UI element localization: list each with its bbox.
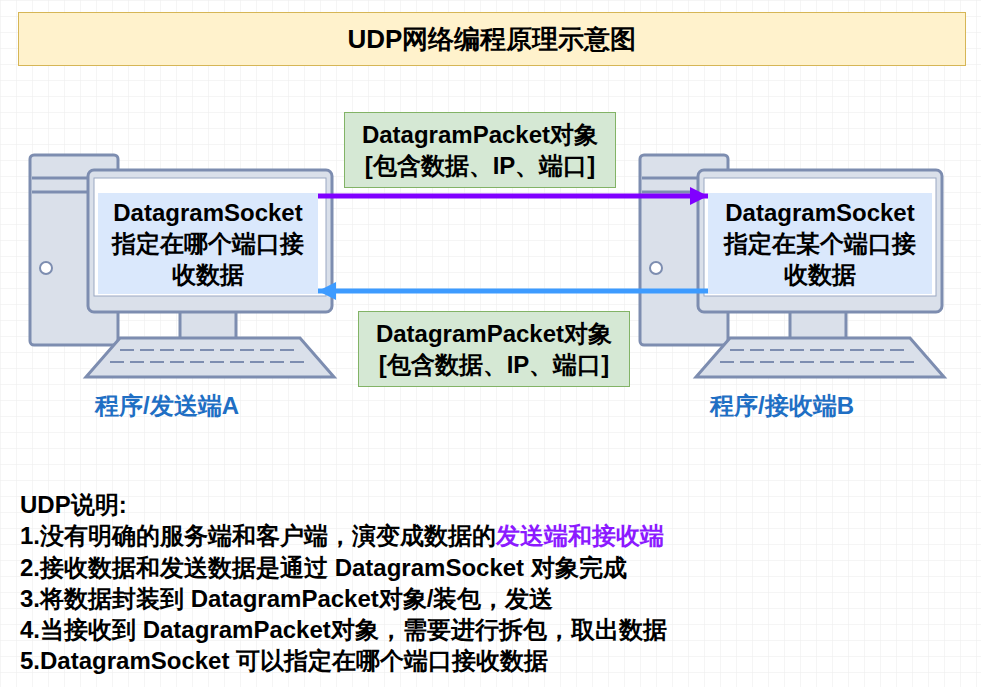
monitor-neck — [180, 310, 236, 340]
note-text: 3.将数据封装到 DatagramPacket对象/装包，发送 — [20, 583, 553, 614]
title: UDP网络编程原理示意图 — [348, 22, 637, 57]
key-row — [120, 349, 300, 351]
key-row — [720, 361, 920, 363]
drive-bay — [642, 191, 698, 194]
monitor-neck — [790, 310, 846, 340]
node-text: DatagramSocket 指定在哪个端口接 收数据 — [106, 197, 310, 290]
program-label: 程序/发送端A — [95, 390, 239, 421]
power-button — [650, 262, 662, 274]
note-text: 4.当接收到 DatagramPacket对象，需要进行拆包，取出数据 — [20, 614, 667, 645]
monitor — [698, 170, 942, 312]
keyboard — [86, 338, 334, 377]
screen — [94, 178, 326, 296]
screen — [704, 178, 936, 296]
packet-arrow — [318, 194, 708, 199]
drive-bay — [642, 177, 698, 180]
key-row — [730, 349, 910, 351]
computer-a — [30, 155, 334, 377]
note-text: 发送端和接收端 — [496, 520, 664, 551]
drive-bay — [32, 177, 88, 180]
node-text: DatagramSocket 指定在某个端口接 收数据 — [716, 197, 924, 290]
power-button — [40, 262, 52, 274]
note-text: UDP说明: — [20, 489, 127, 520]
socket-box: DatagramSocket 指定在哪个端口接 收数据 — [98, 193, 318, 294]
title-box: UDP网络编程原理示意图 — [18, 12, 966, 66]
computer-b — [640, 155, 944, 377]
packet-label: DatagramPacket对象 [包含数据、IP、端口] — [344, 112, 616, 188]
note-text: 1.没有明确的服务端和客户端，演变成数据的 — [20, 520, 496, 551]
drive-bay — [32, 191, 88, 194]
key-row — [110, 361, 310, 363]
packet-label: DatagramPacket对象 [包含数据、IP、端口] — [358, 311, 630, 387]
note-text: 2.接收数据和发送数据是通过 DatagramSocket 对象完成 — [20, 552, 627, 583]
packet-arrow — [318, 289, 708, 294]
socket-box: DatagramSocket 指定在某个端口接 收数据 — [708, 193, 932, 294]
monitor — [88, 170, 332, 312]
program-label: 程序/接收端B — [710, 390, 854, 421]
keyboard — [696, 338, 944, 377]
note-text: 5.DatagramSocket 可以指定在哪个端口接收数据 — [20, 645, 548, 676]
